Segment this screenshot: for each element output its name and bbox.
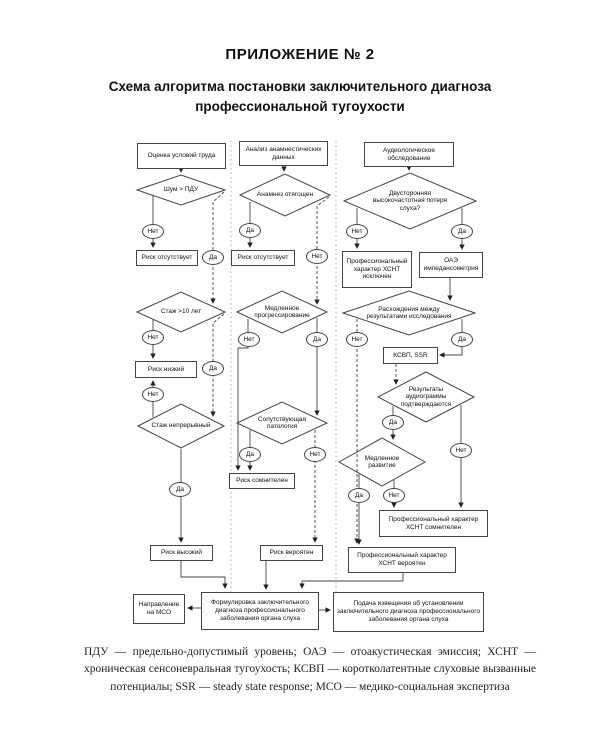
- node-mso-referral: Направление на МСО: [133, 594, 185, 624]
- label-slow-progression: Медленное прогрессирование: [254, 304, 310, 319]
- label-no-6: Нет: [304, 447, 326, 462]
- node-prof-excluded: Профессиональный характер ХСНТ исключен: [342, 251, 412, 288]
- connector: [314, 196, 330, 305]
- label-no-5: Нет: [238, 332, 260, 347]
- label-concomitant-pathology: Сопутствующая патология: [257, 415, 307, 430]
- experience-cont-diamond: [136, 403, 226, 449]
- appendix-heading: ПРИЛОЖЕНИЕ № 2: [225, 46, 375, 63]
- slow-development-diamond: [337, 437, 427, 487]
- label-experience-cont: Стаж непрерывный: [151, 422, 211, 430]
- bilateral-loss-diamond: [342, 172, 478, 230]
- node-oae: ОАЭ импедансометрия: [419, 252, 483, 278]
- label-no-2: Нет: [142, 330, 164, 345]
- label-anamnesis-burdened: Анамнез отягощен: [256, 191, 314, 199]
- node-ksvp-ssr: КСВП, SSR: [383, 347, 438, 364]
- node-risk-doubtful: Риск сомнителен: [229, 473, 295, 489]
- connector: [210, 191, 225, 304]
- node-risk-absent-mid: Риск отсутствует: [231, 250, 295, 266]
- connector: [439, 319, 463, 358]
- anamnesis-burdened-diamond: [238, 173, 332, 217]
- node-risk-probable: Риск вероятен: [260, 545, 323, 561]
- label-yes-10: Да: [348, 488, 370, 503]
- label-no-10: Нет: [383, 488, 405, 503]
- label-yes-8: Да: [451, 332, 473, 347]
- label-yes-9: Да: [382, 415, 404, 430]
- label-yes-1: Да: [202, 250, 224, 265]
- audiogram-confirmed-diamond: [376, 371, 476, 423]
- node-assess-conditions: Оценка условий труда: [137, 143, 226, 169]
- label-no-7: Нет: [346, 224, 368, 239]
- slow-progression-diamond: [235, 290, 329, 334]
- node-risk-high: Риск высокий: [150, 545, 213, 561]
- label-discrepancy: Расхождения между результатами исследова…: [366, 305, 452, 320]
- experience-10-diamond: [135, 291, 227, 333]
- label-bilateral-loss: Двусторонняя высокочастотная потеря слух…: [372, 189, 448, 212]
- label-yes-2: Да: [202, 361, 224, 376]
- label-audiogram-confirmed: Результаты аудиограммы подтверждаются: [400, 385, 452, 408]
- label-experience-10: Стаж >10 лет: [160, 308, 202, 316]
- label-no-9: Нет: [450, 443, 472, 458]
- discrepancy-diamond: [341, 290, 477, 336]
- label-no-3: Нет: [142, 387, 164, 402]
- node-risk-absent-left: Риск отсутствует: [136, 250, 198, 266]
- label-yes-7: Да: [451, 224, 473, 239]
- label-no-8: Нет: [346, 332, 368, 347]
- connector: [299, 573, 404, 589]
- label-yes-4: Да: [239, 223, 261, 238]
- label-no-4: Нет: [306, 249, 328, 264]
- concomitant-pathology-diamond: [235, 401, 329, 445]
- label-no-1: Нет: [142, 224, 164, 239]
- node-prof-probable: Профессиональный характер ХСНТ вероятен: [348, 547, 456, 573]
- connector: [210, 313, 225, 417]
- label-yes-3: Да: [169, 482, 191, 497]
- node-notification: Подача извещения об установлении заключи…: [333, 592, 484, 632]
- node-prof-doubtful: Профессиональный характер ХСНТ сомнителе…: [379, 510, 488, 537]
- connector: [180, 561, 228, 589]
- node-audio-exam: Аудиологическое обследование: [364, 142, 454, 167]
- label-yes-5: Да: [306, 332, 328, 347]
- node-risk-low: Риск низкий: [135, 361, 197, 378]
- node-anamnesis-analysis: Анализ анамнестических данных: [239, 141, 328, 166]
- node-final-diagnosis: Формулировка заключительного диагноза пр…: [201, 592, 319, 630]
- label-slow-development: Медленное развитие: [364, 454, 400, 469]
- label-noise-pdu: Шум > ПДУ: [163, 186, 199, 194]
- footnote: ПДУ — предельно-допустимый уровень; ОАЭ …: [84, 646, 536, 693]
- label-yes-6: Да: [239, 447, 261, 462]
- noise-pdu-diamond: [135, 174, 227, 206]
- page-title: Схема алгоритма постановки заключительно…: [108, 79, 492, 114]
